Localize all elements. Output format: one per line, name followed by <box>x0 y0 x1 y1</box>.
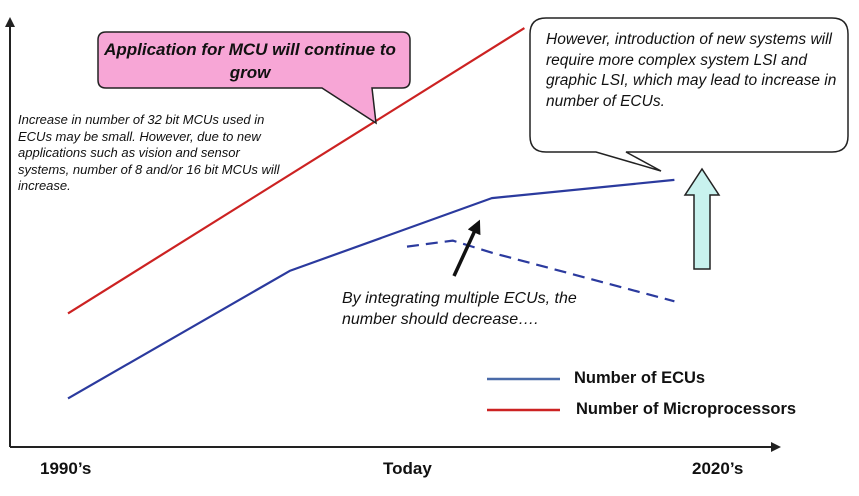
legend-label-mp: Number of Microprocessors <box>576 400 797 418</box>
right-callout-shape <box>529 17 849 172</box>
pink-callout-shape <box>97 31 411 125</box>
increase-arrow-icon <box>683 167 721 270</box>
legend-label-ecu: Number of ECUs <box>574 369 706 387</box>
pointer-arrow-icon <box>452 219 481 277</box>
series-line-2 <box>67 27 525 315</box>
middle-note-text: By integrating multiple ECUs, the number… <box>342 290 577 328</box>
left-note-text: Increase in number of 32 bit MCUs used i… <box>18 112 280 193</box>
right-callout-text: However, introduction of new systems wil… <box>546 31 837 110</box>
pink-callout-text: Application for MCU will continue to gro… <box>104 40 396 82</box>
series-line-0 <box>67 178 675 400</box>
series-line-1 <box>406 239 675 303</box>
x-tick-label: 1990’s <box>40 459 92 478</box>
series-layer <box>67 27 675 400</box>
x-tick-label: 2020’s <box>692 459 744 478</box>
x-tick-label: Today <box>383 459 432 478</box>
